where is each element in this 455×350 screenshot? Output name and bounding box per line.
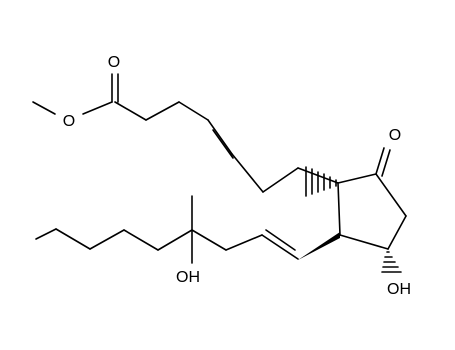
bond-ketone-1 (375, 147, 385, 175)
bond-c13-c14 (261, 234, 299, 260)
ring-hydroxyl-group: OH (381, 251, 411, 298)
bond-ring-5 (337, 182, 341, 236)
ring-hydroxyl-label: OH (387, 281, 411, 298)
bond-c16-c17 (157, 229, 193, 251)
bond-c15-c16 (191, 229, 227, 251)
bond-ring-4 (339, 234, 389, 250)
omega-chain: OH (35, 195, 299, 286)
bond-methyl-o (32, 101, 56, 115)
chain-hydroxyl-label: OH (176, 269, 200, 286)
bond-c13-c14-double (265, 229, 296, 251)
ester-oxygen-label: O (63, 113, 75, 130)
bond-ring-2 (375, 173, 407, 217)
alpha-chain (114, 101, 339, 193)
bond-c6-c7 (262, 167, 299, 193)
bond-ring-1 (337, 173, 377, 184)
bond-c17-c18 (123, 229, 159, 251)
bond-c5-c6 (231, 153, 264, 193)
bond-c4-c5 (207, 119, 233, 155)
carbonyl-oxygen-label: O (108, 54, 120, 71)
bond-c2-c3 (145, 101, 180, 121)
bond-c19-c20 (55, 228, 91, 250)
ketone-oxygen-label: O (389, 127, 401, 144)
bond-c20-c21 (35, 228, 57, 240)
bond-c3-c4 (178, 101, 209, 121)
ketone-group: O (375, 127, 401, 177)
bond-ring-3 (387, 215, 407, 250)
bond-c4-c5-double (212, 129, 234, 159)
hashed-wedge-alpha (305, 166, 337, 197)
bold-wedge-omega (298, 232, 340, 260)
bond-ketone-2 (381, 149, 391, 177)
bond-c1-c2 (114, 101, 147, 121)
bond-o-carbonyl-c (82, 101, 113, 115)
bond-c18-c19 (89, 229, 125, 250)
bond-c14-c15 (225, 234, 263, 251)
cyclopentane-ring (337, 173, 407, 250)
methyl-ester-group: O O (32, 54, 120, 130)
